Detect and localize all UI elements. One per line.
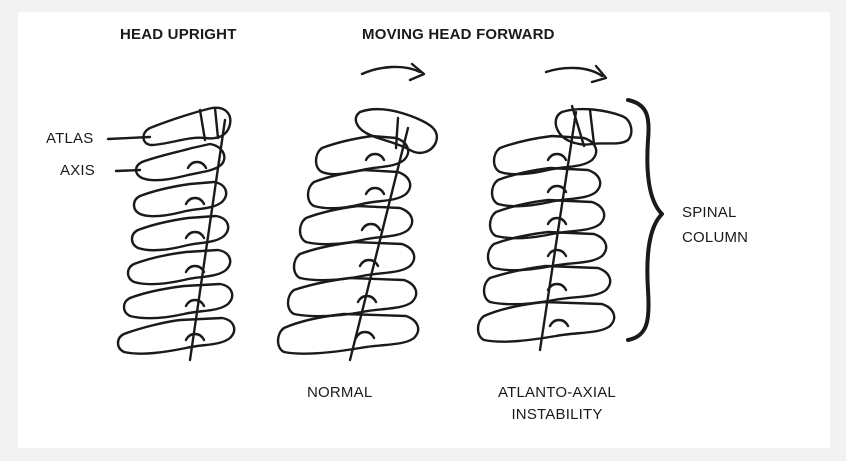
spine-atlanto-axial <box>478 66 631 350</box>
caption-atlanto-axial: ATLANTO-AXIAL <box>482 385 632 400</box>
spinal-column-bracket <box>628 100 662 340</box>
label-spinal: SPINAL <box>682 205 737 220</box>
spine-normal <box>278 64 437 360</box>
label-column: COLUMN <box>682 230 748 245</box>
label-axis: AXIS <box>60 163 95 178</box>
heading-moving-head-forward: MOVING HEAD FORWARD <box>362 27 555 42</box>
spine-head-upright <box>108 108 234 360</box>
caption-instability: INSTABILITY <box>482 407 632 422</box>
heading-head-upright: HEAD UPRIGHT <box>120 27 237 42</box>
caption-normal: NORMAL <box>307 385 372 400</box>
label-atlas: ATLAS <box>46 131 93 146</box>
